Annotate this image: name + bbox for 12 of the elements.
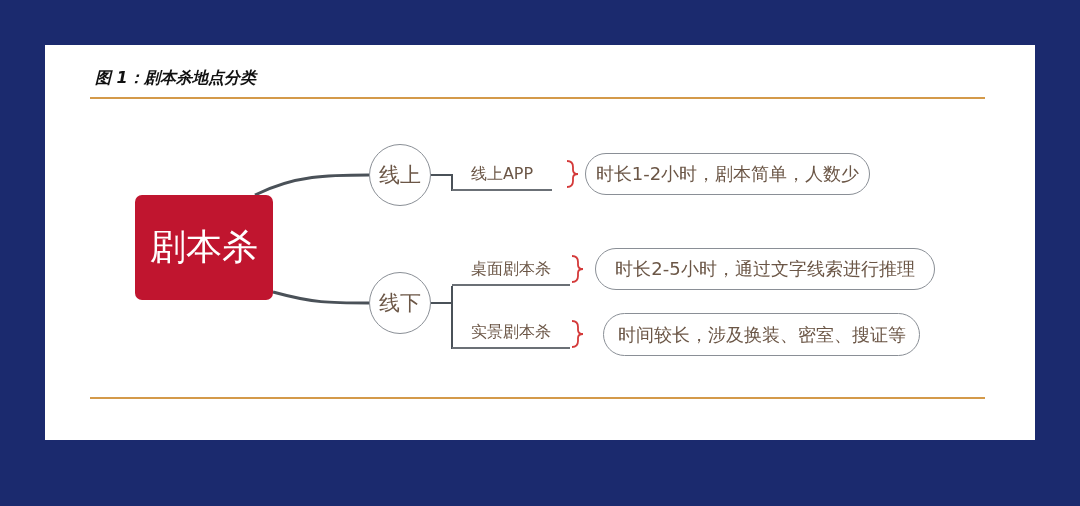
description-box: 时长2-5小时，通过文字线索进行推理 <box>595 248 935 290</box>
branch-label: 线上APP <box>452 158 552 191</box>
figure-title: 图 1：剧本杀地点分类 <box>95 68 256 89</box>
description-box: 时间较长，涉及换装、密室、搜证等 <box>603 313 920 356</box>
connector-line <box>430 174 453 192</box>
connector-line <box>272 290 369 305</box>
branch-label: 实景剧本杀 <box>452 316 570 349</box>
branch-label: 桌面剧本杀 <box>452 253 570 286</box>
description-box: 时长1-2小时，剧本简单，人数少 <box>585 153 870 195</box>
connector-line <box>430 302 453 350</box>
topic-box: 剧本杀 <box>135 195 273 300</box>
connector-line <box>254 173 369 197</box>
